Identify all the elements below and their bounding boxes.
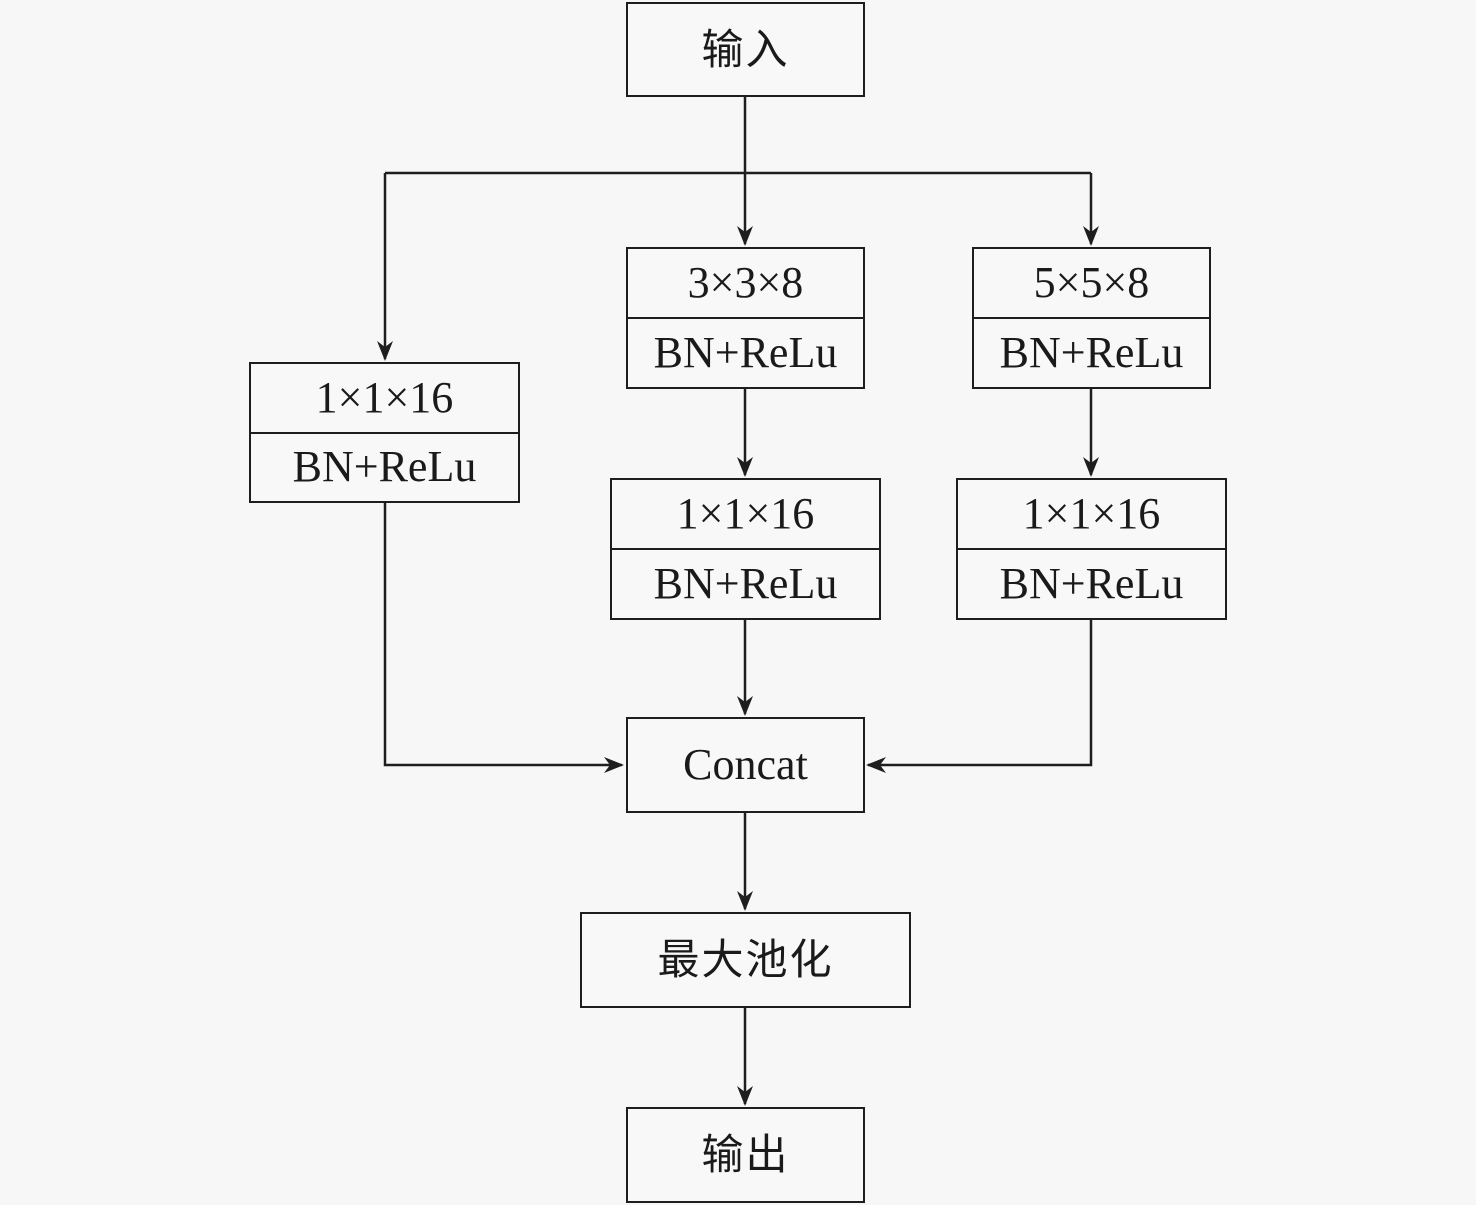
concat-node: Concat [626, 717, 865, 813]
branch2-conv1-node: 3×3×8 BN+ReLu [626, 247, 865, 389]
branch2-act2-label: BN+ReLu [612, 548, 879, 618]
branch2-conv1-label: 3×3×8 [687, 258, 804, 307]
arrow-branch1-to-concat [383, 502, 624, 773]
branch1-conv-label: 1×1×16 [315, 372, 454, 422]
concat-label: Concat [683, 740, 808, 789]
max-pooling-node: 最大池化 [580, 912, 911, 1008]
branch2-conv2-label: 1×1×16 [676, 489, 815, 538]
output-node: 输出 [626, 1107, 865, 1203]
output-label: 输出 [701, 1130, 790, 1179]
branch2-act1-label: BN+ReLu [628, 317, 863, 387]
branch3-act2-label: BN+ReLu [958, 548, 1225, 618]
branch1-act-label: BN+ReLu [251, 431, 518, 502]
branch3-conv1-label: 5×5×8 [1033, 258, 1150, 307]
branch3-conv2-node: 1×1×16 BN+ReLu [956, 478, 1227, 620]
branch3-conv2-label: 1×1×16 [1022, 489, 1161, 538]
arrow-branch3-to-concat [866, 619, 1093, 773]
branch3-conv1-node: 5×5×8 BN+ReLu [972, 247, 1211, 389]
branch2-conv2-node: 1×1×16 BN+ReLu [610, 478, 881, 620]
branch1-conv-node: 1×1×16 BN+ReLu [249, 362, 520, 503]
input-node: 输入 [626, 2, 865, 97]
branch3-act1-label: BN+ReLu [974, 317, 1209, 387]
max-pooling-label: 最大池化 [657, 935, 834, 984]
input-label: 输入 [701, 24, 790, 74]
